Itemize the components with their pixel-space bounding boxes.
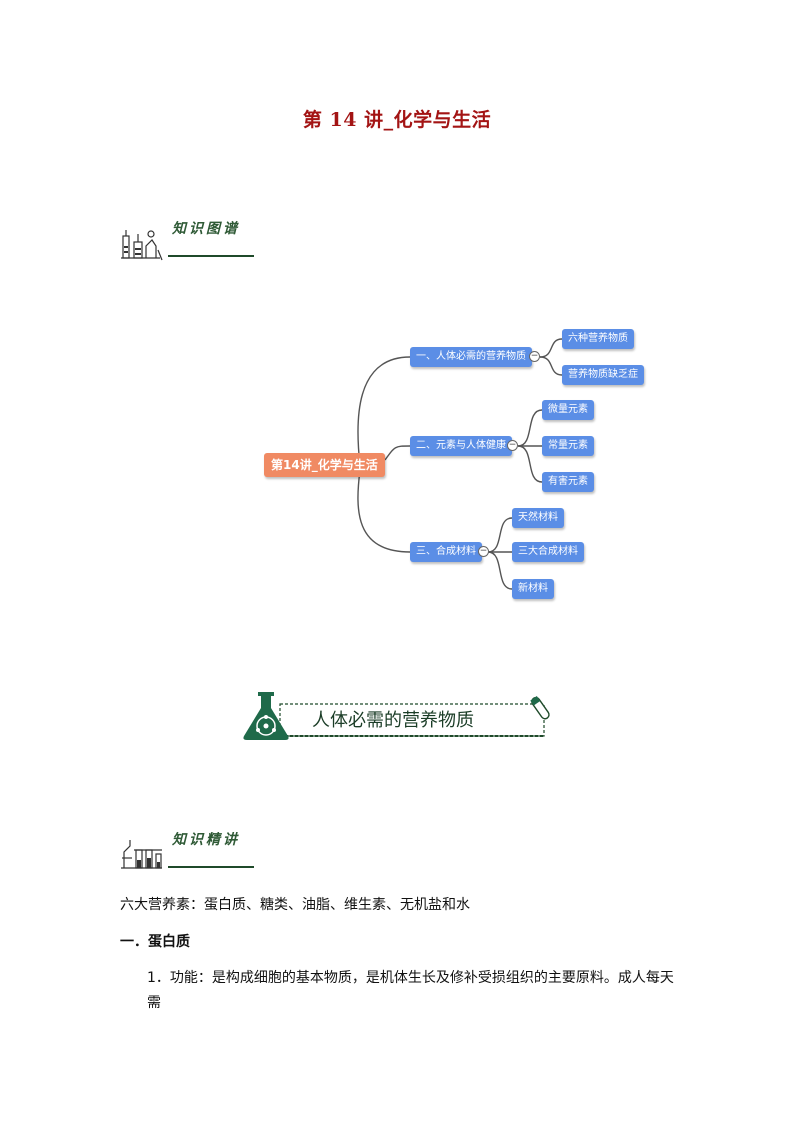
mindmap-leaf-natural-materials[interactable]: 天然材料 xyxy=(512,508,564,528)
flask-icon xyxy=(243,692,289,740)
banner-title: 人体必需的营养物质 xyxy=(312,710,474,731)
page-title: 第 14 讲_化学与生活 xyxy=(302,109,492,131)
mindmap-branch-materials[interactable]: 三、合成材料 xyxy=(410,542,482,562)
mindmap-leaf-synthetic-materials[interactable]: 三大合成材料 xyxy=(512,542,584,562)
collapse-toggle-icon[interactable]: − xyxy=(529,351,540,362)
section-label-knowledge-map: 知识图谱 xyxy=(172,221,240,237)
collapse-toggle-icon[interactable]: − xyxy=(507,440,518,451)
mindmap-leaf-deficiency[interactable]: 营养物质缺乏症 xyxy=(562,365,644,385)
mindmap-root-node[interactable]: 第14讲_化学与生活 xyxy=(264,453,385,477)
connector-b1-c2 xyxy=(539,356,563,376)
connector-b1-c1 xyxy=(539,338,563,358)
connector-root-b3 xyxy=(357,469,411,553)
connector-b2-c3 xyxy=(517,445,543,483)
connector-root-b2 xyxy=(384,445,411,461)
mindmap-branch-nutrients[interactable]: 一、人体必需的营养物质 xyxy=(410,347,532,367)
connector-b3-c3 xyxy=(487,551,513,590)
banner-frame xyxy=(279,703,545,737)
lab-equipment-icon xyxy=(121,840,162,869)
collapse-toggle-icon[interactable]: − xyxy=(478,546,489,557)
mindmap-leaf-major-elements[interactable]: 常量元素 xyxy=(542,436,594,456)
connector-root-b1 xyxy=(357,356,411,466)
mindmap-leaf-six-nutrients[interactable]: 六种营养物质 xyxy=(562,329,634,349)
section-underline xyxy=(168,866,254,868)
lab-equipment-icon xyxy=(121,230,163,261)
mindmap-leaf-harmful-elements[interactable]: 有害元素 xyxy=(542,472,594,492)
intro-paragraph: 六大营养素：蛋白质、糖类、油脂、维生素、无机盐和水 xyxy=(120,897,470,913)
connector-b2-c1 xyxy=(517,409,543,447)
section-label-knowledge-explained: 知识精讲 xyxy=(172,832,240,848)
mindmap-leaf-trace-elements[interactable]: 微量元素 xyxy=(542,400,594,420)
section-underline xyxy=(168,255,254,257)
heading-protein: 一．蛋白质 xyxy=(120,934,190,950)
test-tube-icon xyxy=(530,696,550,720)
mindmap-leaf-new-materials[interactable]: 新材料 xyxy=(512,579,554,599)
mindmap-branch-elements[interactable]: 二、元素与人体健康 xyxy=(410,436,512,456)
protein-function-line1: 1．功能：是构成细胞的基本物质，是机体生长及修补受损组织的主要原料。成人每天 xyxy=(147,970,674,986)
protein-function-line2: 需 xyxy=(147,995,161,1011)
connector-b3-c1 xyxy=(487,517,513,553)
